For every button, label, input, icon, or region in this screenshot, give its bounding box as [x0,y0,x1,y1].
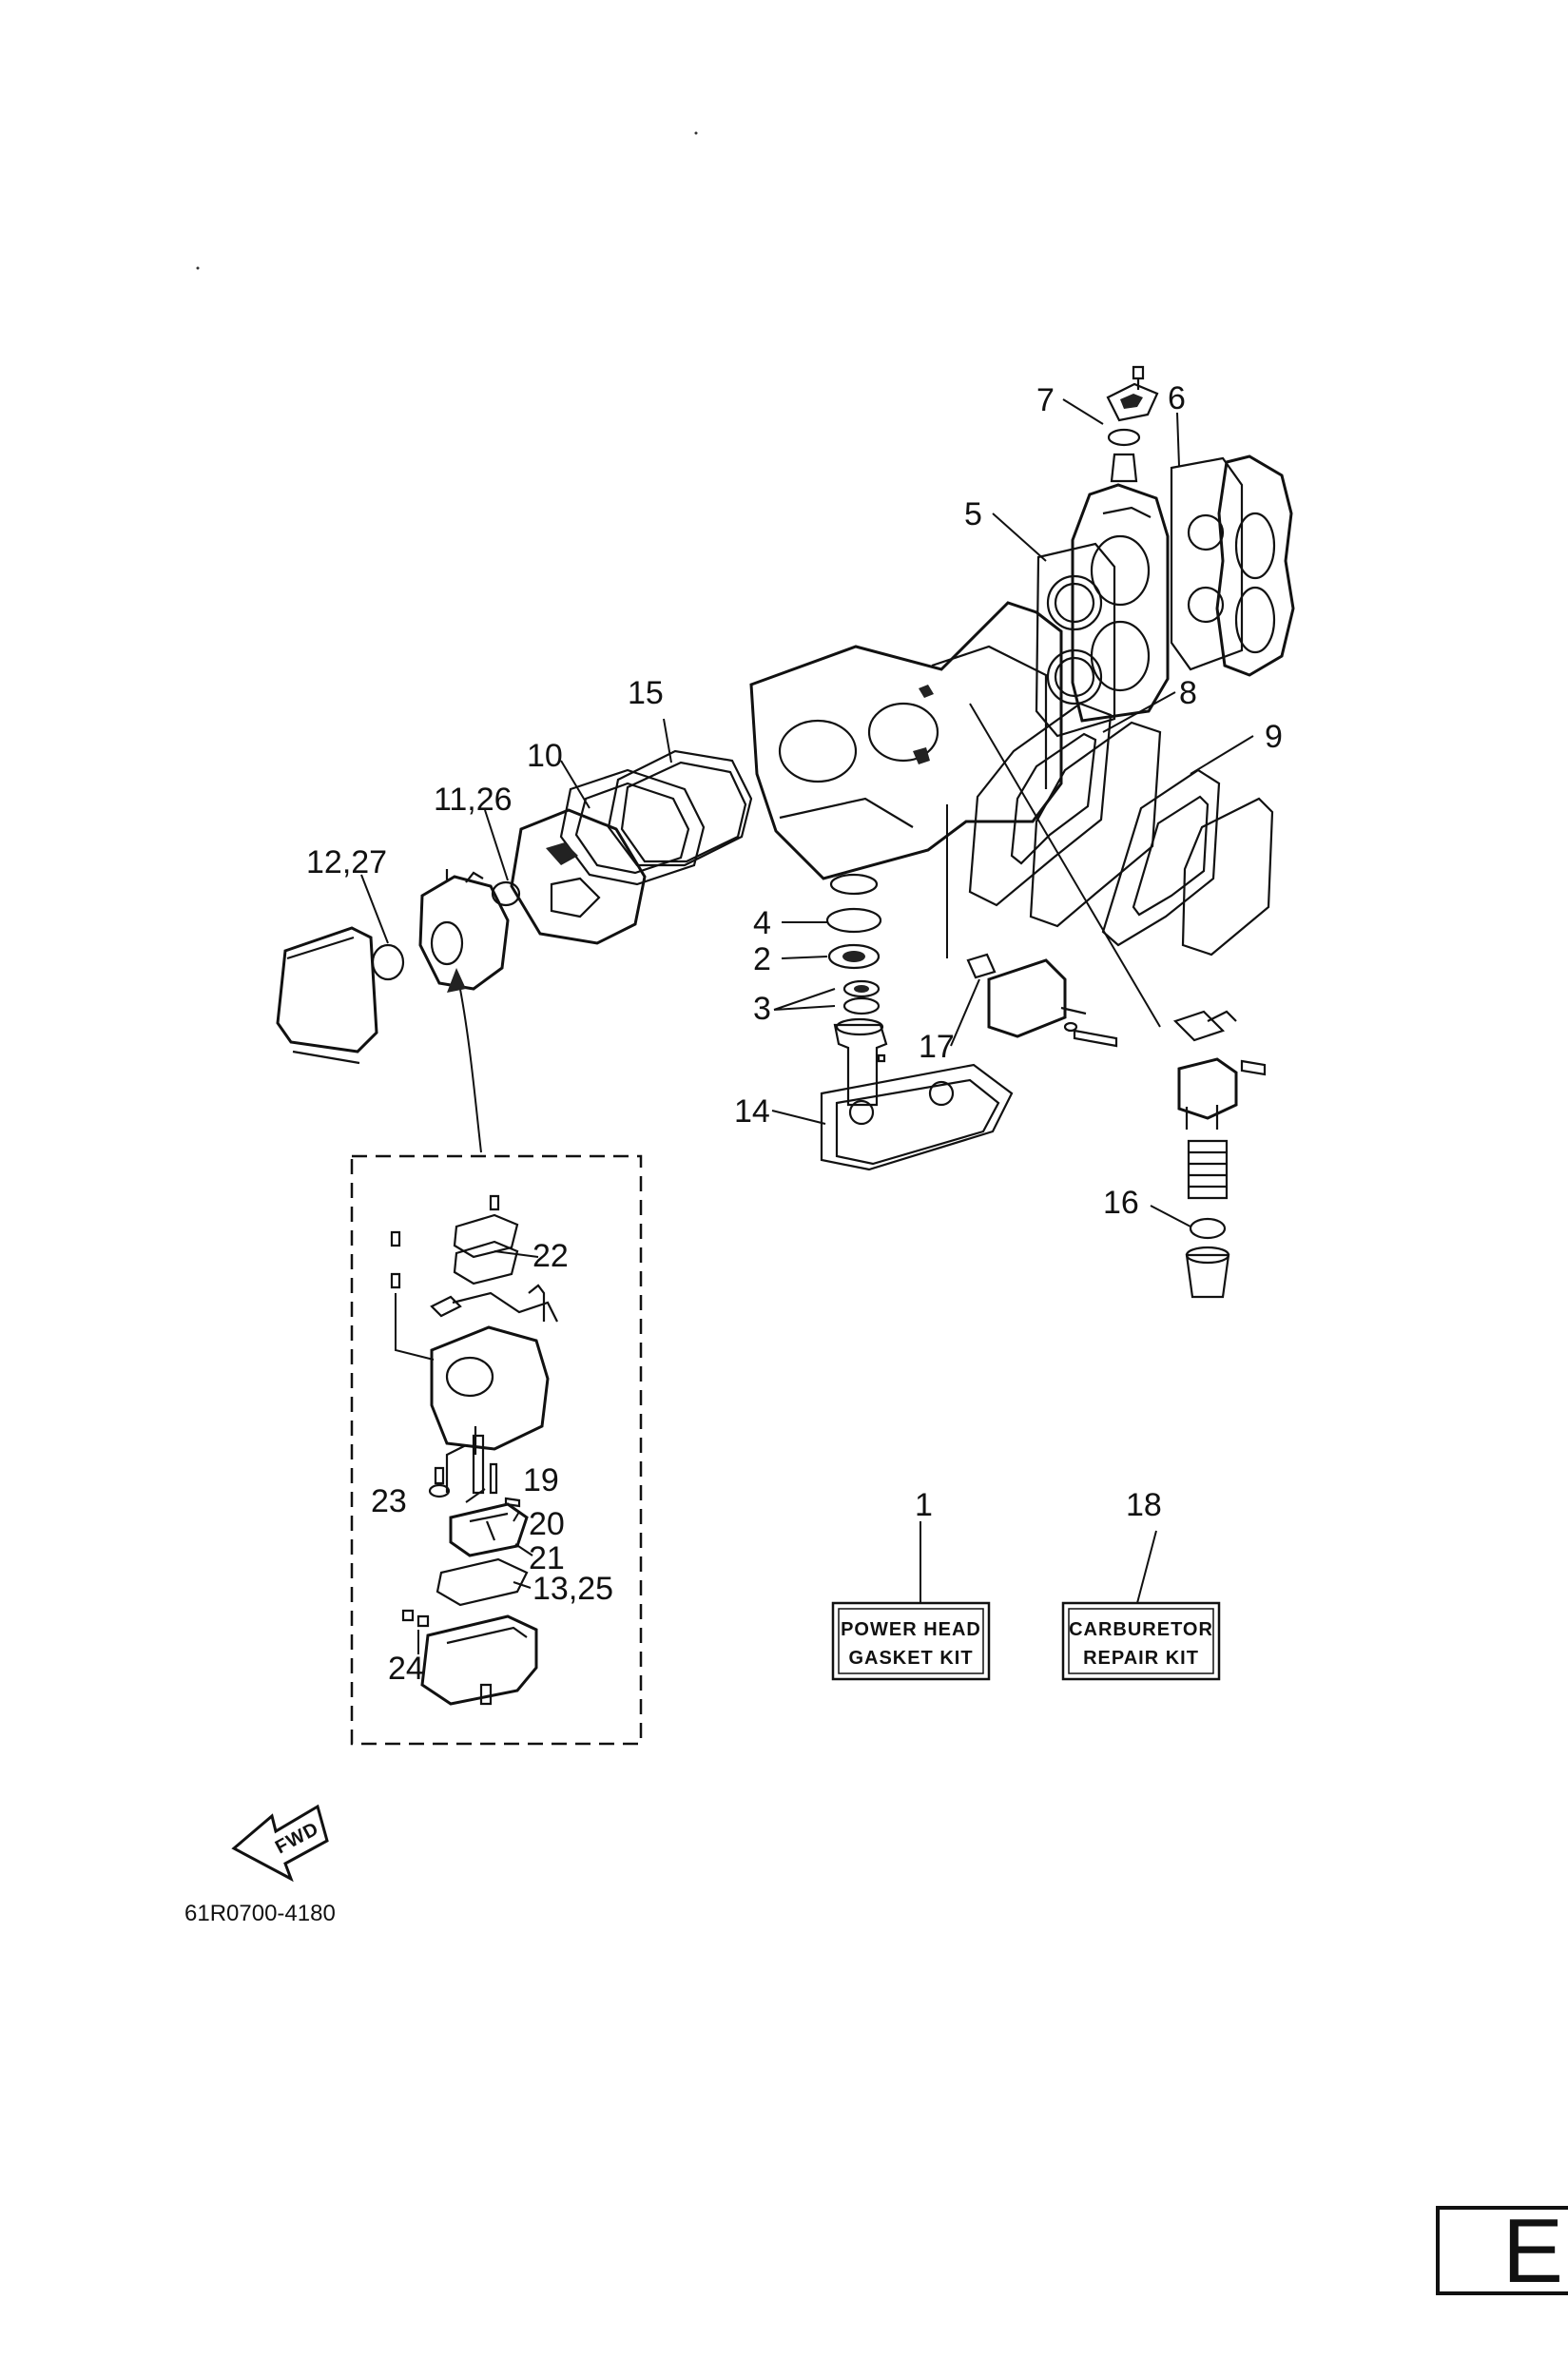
callout-16: 16 [1103,1185,1139,1221]
lower-seal-stack [825,873,888,1107]
callout-7: 7 [1036,382,1055,418]
page-letter-box: E [1436,2200,1568,2302]
callout-6: 6 [1168,380,1186,416]
callout-10: 10 [527,738,563,774]
exhaust-gaskets [968,702,1274,957]
callout-5: 5 [964,496,982,532]
callout-11-26: 11,26 [434,782,513,818]
callout-19: 19 [523,1462,559,1498]
callout-21: 21 [529,1540,565,1576]
base-gasket [820,1063,1014,1171]
power-head-kit-line2: GASKET KIT [848,1648,973,1669]
callout-9: 9 [1265,719,1283,755]
page-letter: E [1502,2200,1563,2302]
intake-assembly [276,749,753,1065]
callout-15: 15 [628,675,664,711]
cylinder-head-cover-assembly [1035,365,1295,738]
power-head-gasket-kit-box: POWER HEAD GASKET KIT [831,1601,991,1681]
detail-arrow-head [447,968,466,993]
leader-lines [360,398,1254,1654]
fuel-filter-assembly [969,703,1267,1299]
drawing-number: 61R0700-4180 [184,1901,336,1926]
callout-labels: 7 6 5 8 9 15 10 11,26 12,27 4 2 3 14 17 … [306,380,1283,1687]
carburetor-kit-line1: CARBURETOR [1069,1619,1213,1640]
callout-13-25: 13,25 [532,1571,613,1607]
callout-24: 24 [388,1651,424,1687]
callout-4: 4 [753,905,771,941]
fwd-direction-arrow: FWD [231,1804,329,1883]
fuel-pump [946,804,1118,1048]
callout-8: 8 [1179,675,1197,711]
carburetor-detail-box [350,1154,643,1746]
callout-22: 22 [532,1238,569,1274]
carburetor-exploded-parts [390,1194,558,1706]
callout-3: 3 [753,991,771,1027]
callout-12-27: 12,27 [306,844,387,880]
callout-23: 23 [371,1483,407,1519]
carburetor-kit-line2: REPAIR KIT [1083,1648,1199,1669]
callout-1: 1 [915,1487,933,1523]
crankcase-block [749,601,1063,880]
callout-2: 2 [753,941,771,977]
detail-arrow-line [457,978,482,1153]
power-head-kit-line1: POWER HEAD [841,1619,981,1640]
callout-14: 14 [734,1093,770,1130]
callout-17: 17 [919,1029,955,1065]
callout-18: 18 [1126,1487,1162,1523]
carburetor-repair-kit-box: CARBURETOR REPAIR KIT [1061,1601,1221,1681]
callout-20: 20 [529,1506,565,1542]
